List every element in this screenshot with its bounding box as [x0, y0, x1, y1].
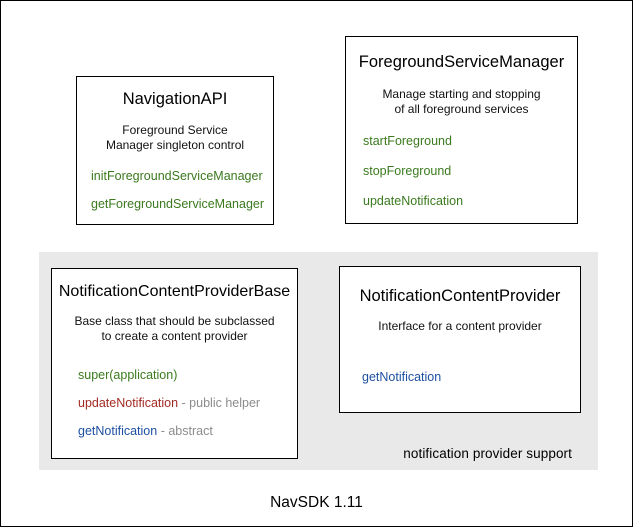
- class-description-foreground-service-manager: Manage starting and stopping of all fore…: [346, 87, 577, 117]
- class-box-notification-content-provider-base: NotificationContentProviderBase Base cla…: [51, 268, 298, 459]
- method-updateNotification: updateNotification - public helper: [78, 397, 297, 410]
- class-box-navigation-api: NavigationAPI Foreground Service Manager…: [76, 76, 274, 225]
- class-title-notification-content-provider: NotificationContentProvider: [359, 287, 561, 305]
- method-initForegroundServiceManager: initForegroundServiceManager: [91, 169, 263, 183]
- class-description-notification-content-provider: Interface for a content provider: [340, 319, 580, 334]
- method-getForegroundServiceManager: getForegroundServiceManager: [91, 197, 265, 211]
- method-list: startForeground stopForeground updateNot…: [346, 135, 577, 208]
- class-box-foreground-service-manager: ForegroundServiceManager Manage starting…: [345, 36, 578, 224]
- description-line: Foreground Service: [122, 123, 228, 137]
- class-title-navigation-api: NavigationAPI: [122, 90, 228, 108]
- method-stopForeground: stopForeground: [363, 164, 452, 178]
- method-getNotification: getNotification: [362, 370, 442, 384]
- method-super-application: super(application): [78, 369, 297, 382]
- method-name: super(application): [78, 368, 178, 382]
- method-name: getNotification: [78, 424, 158, 438]
- class-description-notification-content-provider-base: Base class that should be subclassed to …: [52, 314, 297, 344]
- method-list: initForegroundServiceManager getForegrou…: [77, 170, 273, 211]
- description-line: Interface for a content provider: [378, 319, 542, 333]
- method-list: getNotification: [340, 371, 580, 384]
- method-updateNotification: updateNotification: [363, 194, 464, 208]
- description-line: Manager singleton control: [105, 138, 245, 152]
- method-startForeground: startForeground: [363, 134, 452, 148]
- description-line: Base class that should be subclassed: [74, 314, 275, 328]
- method-getNotification: getNotification - abstract: [78, 425, 297, 438]
- method-list: super(application) updateNotification - …: [52, 369, 297, 438]
- class-description-navigation-api: Foreground Service Manager singleton con…: [77, 123, 273, 153]
- class-title-notification-content-provider-base: NotificationContentProviderBase: [58, 283, 291, 300]
- method-name: updateNotification: [78, 396, 179, 410]
- class-box-notification-content-provider: NotificationContentProvider Interface fo…: [339, 266, 581, 413]
- description-line: to create a content provider: [101, 329, 248, 343]
- method-annotation: - abstract: [157, 424, 213, 438]
- class-title-foreground-service-manager: ForegroundServiceManager: [358, 53, 565, 71]
- region-label: notification provider support: [403, 446, 572, 461]
- description-line: Manage starting and stopping: [382, 87, 541, 101]
- diagram-caption: NavSDK 1.11: [270, 494, 363, 511]
- method-annotation: - public helper: [178, 396, 261, 410]
- description-line: of all foreground services: [394, 102, 529, 116]
